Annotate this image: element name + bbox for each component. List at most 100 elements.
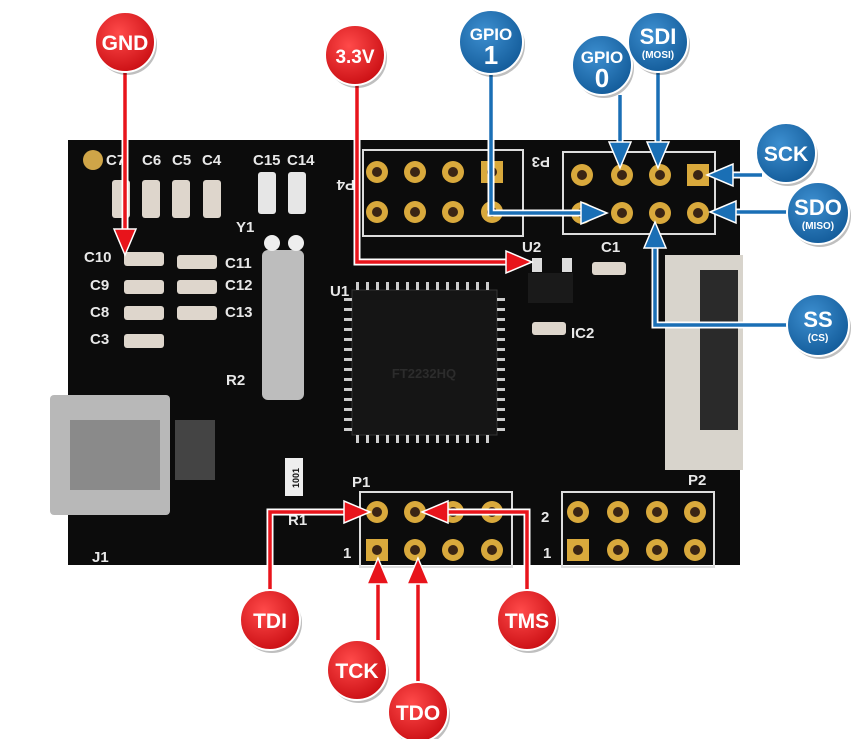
label-p2-pin2: 2 — [541, 509, 549, 526]
arrowhead — [405, 556, 431, 585]
chip-lead — [497, 418, 505, 421]
chip-lead — [497, 328, 505, 331]
callout-gnd: GND — [94, 11, 157, 75]
chip-lead — [497, 298, 505, 301]
chip-lead — [497, 308, 505, 311]
chip-lead — [497, 378, 505, 381]
arrowhead — [580, 200, 609, 226]
arrowhead — [705, 162, 734, 188]
callout-bubble — [755, 122, 817, 184]
mounting-pad — [83, 150, 103, 170]
chip-lead — [396, 435, 399, 443]
chip-lead — [497, 338, 505, 341]
label-ic2: IC2 — [571, 325, 594, 342]
capacitor-ic2 — [532, 322, 566, 335]
callout-arrow — [487, 74, 609, 226]
chip-lead — [344, 358, 352, 361]
capacitor-c1 — [592, 262, 626, 275]
label-p2: P2 — [688, 472, 706, 489]
callout-label: GPIO — [470, 25, 513, 44]
label-y1: Y1 — [236, 219, 254, 236]
chip-lead — [456, 435, 459, 443]
label-u1: U1 — [330, 283, 349, 300]
callout-label: 3.3V — [335, 47, 374, 68]
callout-bubble — [786, 293, 850, 357]
capacitor — [177, 280, 217, 294]
callout-sublabel: (MISO) — [802, 221, 834, 232]
callout-sublabel: (CS) — [808, 333, 829, 344]
label-j1: J1 — [92, 549, 109, 566]
callout-arrow — [705, 162, 762, 188]
callout-bubble — [496, 589, 558, 651]
label-c1: C1 — [601, 239, 620, 256]
callout-bubble — [571, 34, 633, 96]
label-c12: C12 — [225, 277, 253, 294]
chip-lead — [344, 398, 352, 401]
pin-hole — [372, 507, 382, 517]
chip-lead — [356, 282, 359, 290]
chip-lead — [486, 282, 489, 290]
arrow-line — [268, 510, 344, 590]
callout-label: TDO — [396, 702, 440, 725]
chip-lead — [436, 435, 439, 443]
pin-hole — [693, 208, 703, 218]
callout-label: GPIO — [581, 48, 624, 67]
label-c4: C4 — [202, 152, 222, 169]
chip-lead — [456, 282, 459, 290]
arrowhead — [343, 499, 372, 525]
callout-bubble — [326, 639, 388, 701]
pin-hole — [652, 545, 662, 555]
pin-hole — [487, 545, 497, 555]
chip-lead — [386, 435, 389, 443]
callout-arrow — [112, 72, 138, 257]
chip-lead — [486, 435, 489, 443]
callout-tdo: TDO — [387, 681, 450, 739]
pin-hole — [448, 207, 458, 217]
pin-hole — [410, 545, 420, 555]
chip-lead — [497, 388, 505, 391]
pin-hole — [448, 167, 458, 177]
callout-arrow — [642, 220, 792, 329]
chip-lead — [497, 428, 505, 431]
label-c3: C3 — [90, 331, 109, 348]
chip-lead — [356, 435, 359, 443]
label-p2-pin1: 1 — [543, 545, 551, 562]
callout-label: TMS — [505, 610, 549, 633]
chip-lead — [344, 408, 352, 411]
callout-bubble — [387, 681, 449, 739]
chip-lead — [376, 282, 379, 290]
chip-lead — [366, 435, 369, 443]
callout-arrow — [353, 85, 534, 275]
capacitor — [288, 172, 306, 214]
label-r1: R1 — [288, 512, 307, 529]
pin-hole — [690, 545, 700, 555]
callout-arrow — [405, 556, 431, 688]
crystal-lead — [264, 235, 280, 251]
callout-arrow — [420, 499, 531, 590]
pin-hole — [573, 545, 583, 555]
callout-label: TDI — [253, 610, 287, 633]
callout-sdo: SDO(MISO) — [786, 181, 851, 247]
chip-lead — [344, 378, 352, 381]
chip-lead — [344, 348, 352, 351]
callout-tdi: TDI — [239, 589, 302, 653]
chip-lead — [497, 358, 505, 361]
arrowhead — [420, 499, 449, 525]
chip-lead — [344, 428, 352, 431]
chip-lead — [497, 318, 505, 321]
chip-lead — [497, 408, 505, 411]
callout-bubble — [627, 11, 689, 73]
pin-hole — [613, 507, 623, 517]
callout-label: SDI — [640, 24, 677, 49]
pin-hole — [573, 507, 583, 517]
chip-lead — [426, 282, 429, 290]
chip-lead — [406, 282, 409, 290]
callout-arrow — [365, 556, 391, 640]
callout-arrow — [645, 72, 671, 170]
chip-lead — [476, 435, 479, 443]
chip-lead — [396, 282, 399, 290]
pin-hole — [448, 545, 458, 555]
chip-lead — [406, 435, 409, 443]
chip-lead — [344, 298, 352, 301]
